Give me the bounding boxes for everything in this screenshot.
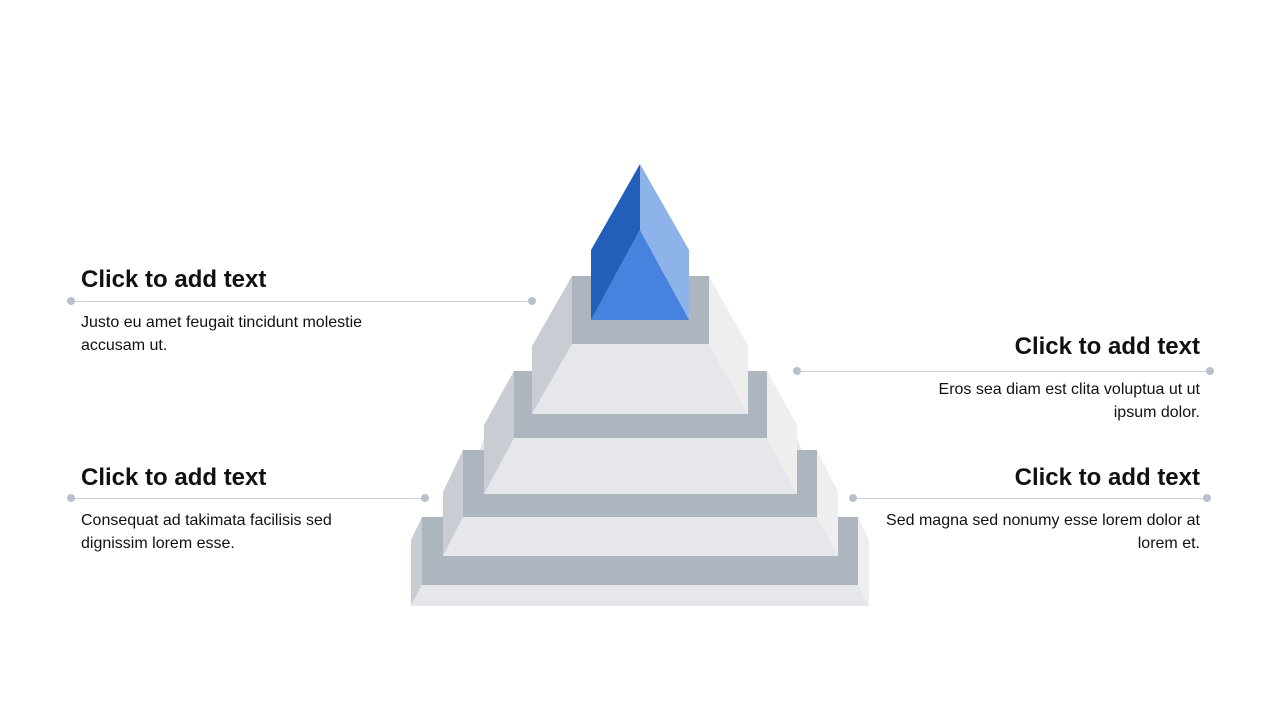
callout-title[interactable]: Click to add text [81, 266, 267, 293]
tier-3-left-side [443, 450, 463, 556]
apex-right-face [640, 164, 689, 320]
tier-1-top-face [532, 344, 748, 414]
tier-3-right-side [817, 450, 838, 556]
callout-body[interactable]: Justo eu amet feugait tincidunt molestie… [81, 314, 363, 354]
tier-2-right-side [767, 371, 797, 494]
callout-body[interactable]: Sed magna sed nonumy esse lorem dolor at… [886, 512, 1200, 552]
callout-top-left[interactable]: Click to add text Justo eu amet feugait … [81, 266, 411, 357]
leader-dot-top-right-end [1206, 367, 1214, 375]
tier-4-top-face [443, 517, 838, 556]
leader-dot-top-right-start [793, 367, 801, 375]
pyramid-apex [591, 164, 689, 320]
callout-title[interactable]: Click to add text [1014, 464, 1200, 491]
callout-title[interactable]: Click to add text [81, 464, 267, 491]
tier-4-front-face [422, 517, 858, 585]
tier-4-base [411, 585, 869, 606]
pyramid-tier-3 [443, 438, 838, 556]
callout-bottom-right[interactable]: Click to add text Sed magna sed nonumy e… [860, 464, 1200, 555]
leader-dot-top-left-start [67, 297, 75, 305]
leader-line-top-right [797, 371, 1210, 372]
callout-bottom-left[interactable]: Click to add text Consequat ad takimata … [81, 464, 381, 555]
callout-body[interactable]: Consequat ad takimata facilisis sed dign… [81, 512, 332, 552]
apex-left-face [591, 164, 640, 320]
tier-1-right-side [709, 276, 748, 414]
apex-front-face [591, 230, 689, 320]
pyramid-tier-4 [411, 517, 869, 606]
leader-line-top-left [71, 301, 532, 302]
tier-2-left-side [484, 371, 514, 494]
tier-4-right-side [858, 517, 869, 606]
callout-body[interactable]: Eros sea diam est clita voluptua ut ut i… [938, 381, 1200, 421]
callout-top-right[interactable]: Click to add text Eros sea diam est clit… [860, 333, 1200, 424]
leader-dot-bottom-right-end [1203, 494, 1211, 502]
callout-title[interactable]: Click to add text [1014, 333, 1200, 360]
tier-3-top-face [463, 438, 817, 494]
tier-4-left-side [411, 517, 422, 606]
leader-dot-bottom-right-start [849, 494, 857, 502]
tier-2-front-face [514, 371, 767, 438]
leader-dot-bottom-left-end [421, 494, 429, 502]
leader-dot-top-left-end [528, 297, 536, 305]
leader-dot-bottom-left-start [67, 494, 75, 502]
leader-line-bottom-right [853, 498, 1207, 499]
tier-1-left-side [532, 276, 572, 414]
tier-3-front-face [463, 450, 817, 517]
leader-line-bottom-left [71, 498, 425, 499]
